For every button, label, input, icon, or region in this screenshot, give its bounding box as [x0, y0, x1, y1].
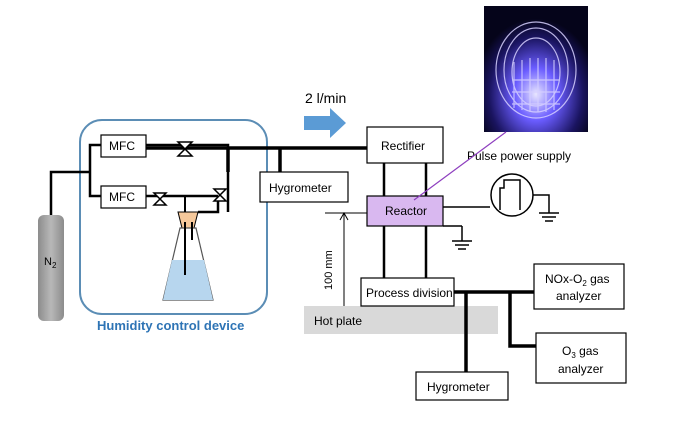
pulse-power-supply-label: Pulse power supply — [467, 149, 571, 163]
plasma-electrode-grid — [495, 21, 577, 119]
flow-arrow-icon — [304, 108, 346, 138]
nox-o2-analyzer-line2: analyzer — [556, 289, 601, 303]
photo-pointer-line — [413, 131, 507, 201]
flow-rate-label: 2 l/min — [305, 90, 346, 106]
hygrometer-top-box — [259, 171, 349, 203]
process-division-box — [360, 277, 455, 307]
o3-analyzer-line1: O3 gas — [562, 344, 598, 360]
n2-cylinder-label: N2 — [44, 256, 57, 270]
humidity-control-device-box — [79, 119, 268, 315]
reactor-box — [366, 195, 444, 227]
distance-label: 100 mm — [323, 250, 335, 290]
o3-analyzer-box — [535, 332, 627, 384]
bubbler-flask — [162, 211, 214, 301]
mfc-bottom-label: MFC — [109, 190, 135, 204]
plasma-photo — [484, 6, 588, 132]
mfc-top-label: MFC — [109, 139, 135, 153]
process-division-label: Process division — [366, 286, 453, 300]
o3-analyzer-line2: analyzer — [558, 362, 603, 376]
hygrometer-bottom-box — [415, 371, 509, 401]
ground-icon — [539, 212, 559, 222]
ground-icon — [443, 225, 472, 250]
hygrometer-bottom-label: Hygrometer — [427, 380, 490, 394]
mfc-bottom-box — [100, 185, 147, 209]
nox-o2-analyzer-box — [533, 263, 625, 310]
hot-plate-label: Hot plate — [314, 314, 362, 328]
mfc-top-box — [100, 134, 147, 158]
rectifier-label: Rectifier — [381, 139, 425, 153]
n2-gas-cylinder — [38, 215, 64, 321]
humidity-control-device-label: Humidity control device — [97, 318, 244, 333]
valve-icon — [152, 141, 228, 206]
reactor-label: Reactor — [385, 204, 427, 218]
main-line-pipes — [146, 146, 367, 172]
outlet-pipes — [454, 290, 536, 372]
rectifier-box — [366, 126, 444, 164]
nox-o2-analyzer-line1: NOx-O2 gas — [545, 272, 609, 288]
hygrometer-top-label: Hygrometer — [269, 181, 332, 195]
